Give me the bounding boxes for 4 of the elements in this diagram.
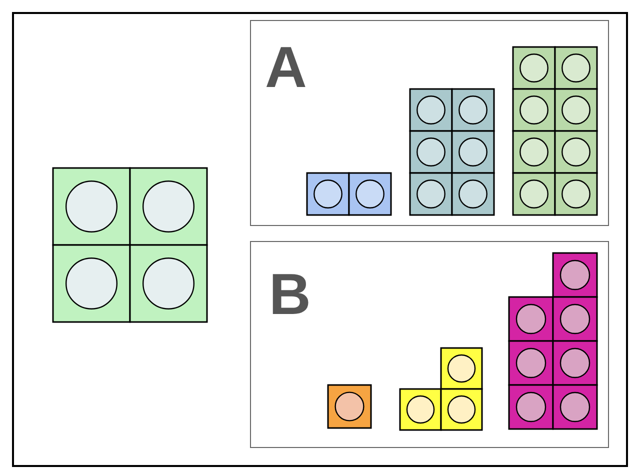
panel: [250, 20, 609, 226]
panel-letter: A: [265, 39, 307, 97]
panel-letter: B: [269, 266, 311, 324]
panel: [250, 241, 609, 448]
